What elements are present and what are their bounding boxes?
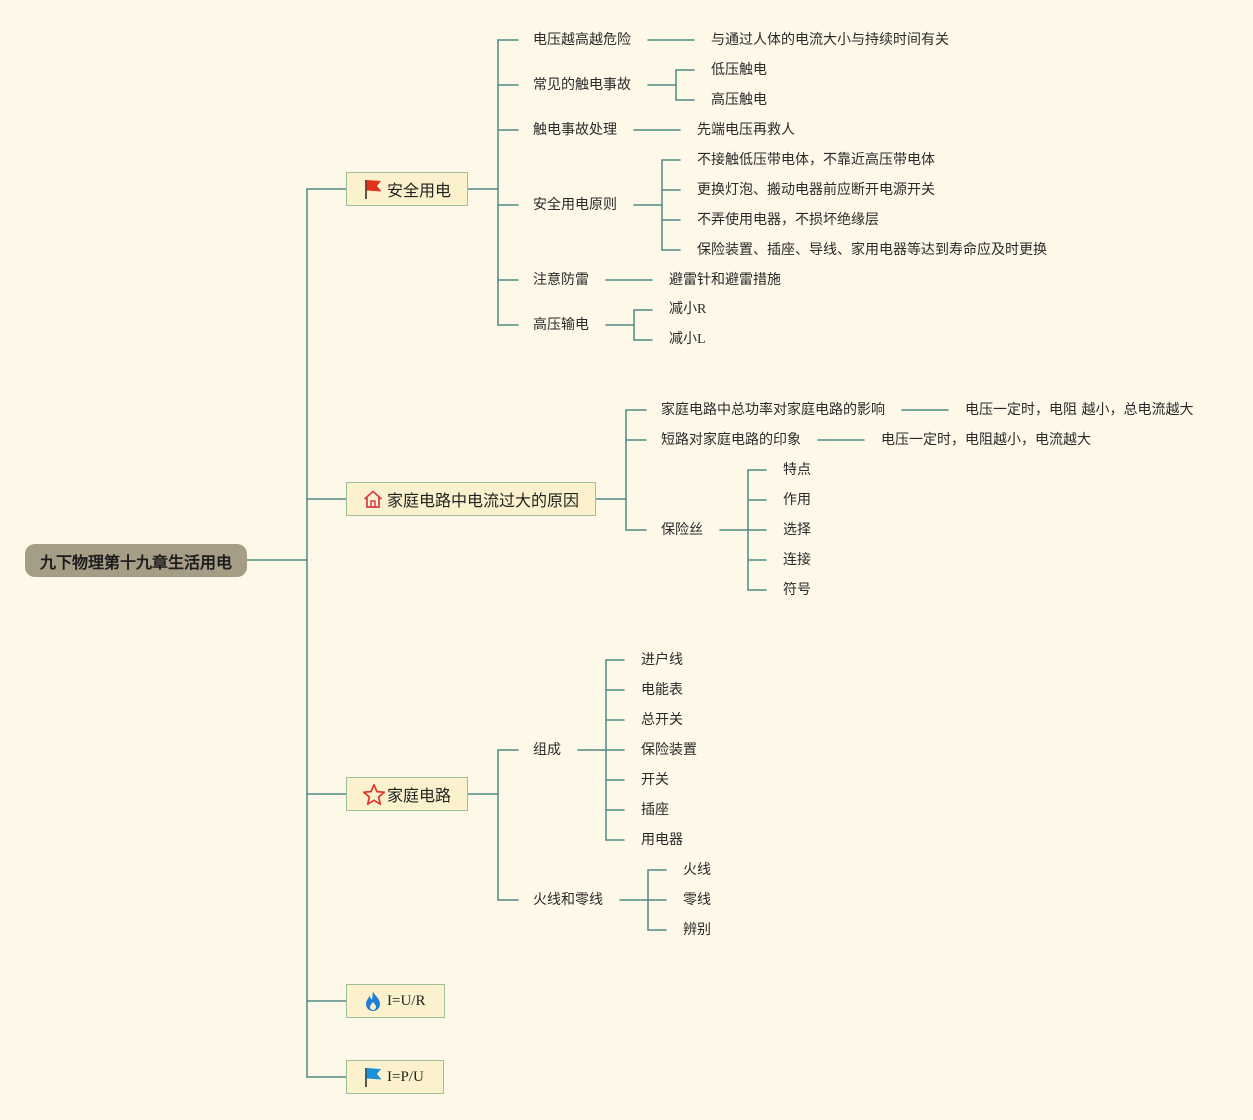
leaf-topic[interactable]: 低压触电 <box>711 62 767 78</box>
subtopic[interactable]: 组成 <box>533 742 561 758</box>
leaf-topic[interactable]: 与通过人体的电流大小与持续时间有关 <box>711 32 949 48</box>
leaf-topic[interactable]: 不接触低压带电体，不靠近高压带电体 <box>697 152 935 168</box>
leaf-topic[interactable]: 减小R <box>669 302 707 317</box>
leaf-topic[interactable]: 高压触电 <box>711 92 767 108</box>
leaf-topic[interactable]: 连接 <box>783 552 811 568</box>
leaf-topic[interactable]: 选择 <box>783 522 811 538</box>
leaf-topic[interactable]: 零线 <box>683 892 711 908</box>
leaf-topic[interactable]: 作用 <box>783 492 811 508</box>
topic-excess-current-causes[interactable]: 家庭电路中电流过大的原因 <box>346 482 596 516</box>
leaf-topic[interactable]: 电能表 <box>641 682 683 698</box>
house-icon <box>362 488 384 510</box>
leaf-topic[interactable]: 插座 <box>641 802 669 818</box>
topic-label: 家庭电路 <box>387 786 452 805</box>
subtopic[interactable]: 触电事故处理 <box>533 122 617 138</box>
leaf-topic[interactable]: 先端电压再救人 <box>697 122 795 138</box>
topic-formula-power[interactable]: I=P/U <box>346 1060 444 1094</box>
subtopic[interactable]: 常见的触电事故 <box>533 77 631 93</box>
leaf-topic[interactable]: 符号 <box>783 582 811 598</box>
leaf-topic[interactable]: 电压一定时，电阻 越小，总电流越大 <box>965 402 1194 418</box>
subtopic[interactable]: 家庭电路中总功率对家庭电路的影响 <box>661 402 885 418</box>
leaf-topic[interactable]: 进户线 <box>641 652 683 668</box>
subtopic[interactable]: 火线和零线 <box>533 892 603 908</box>
subtopic[interactable]: 高压输电 <box>533 317 589 333</box>
leaf-topic[interactable]: 特点 <box>783 462 811 478</box>
topic-formula-ohm[interactable]: I=U/R <box>346 984 445 1018</box>
topic-label: I=U/R <box>387 992 426 1009</box>
leaf-topic[interactable]: 总开关 <box>641 712 683 728</box>
leaf-topic[interactable]: 减小L <box>669 332 706 347</box>
blue-flag-icon <box>362 1066 384 1088</box>
red-flag-icon <box>362 178 384 200</box>
subtopic[interactable]: 注意防雷 <box>533 272 589 288</box>
star-icon <box>362 783 386 806</box>
subtopic[interactable]: 安全用电原则 <box>533 197 617 213</box>
leaf-topic[interactable]: 开关 <box>641 772 669 788</box>
blue-flame-icon <box>362 990 384 1012</box>
topic-label: I=P/U <box>387 1068 424 1085</box>
topic-safe-electricity[interactable]: 安全用电 <box>346 172 468 206</box>
topic-household-circuit[interactable]: 家庭电路 <box>346 777 468 811</box>
topic-label: 安全用电 <box>387 181 452 200</box>
subtopic[interactable]: 短路对家庭电路的印象 <box>661 432 801 448</box>
leaf-topic[interactable]: 不弄使用电器，不损坏绝缘层 <box>697 212 879 228</box>
leaf-topic[interactable]: 更换灯泡、搬动电器前应断开电源开关 <box>697 182 935 198</box>
topic-label: 家庭电路中电流过大的原因 <box>387 491 580 510</box>
leaf-topic[interactable]: 火线 <box>683 862 711 878</box>
leaf-topic[interactable]: 保险装置、插座、导线、家用电器等达到寿命应及时更换 <box>697 242 1047 258</box>
leaf-topic[interactable]: 电压一定时，电阻越小，电流越大 <box>881 432 1091 448</box>
root-topic[interactable]: 九下物理第十九章生活用电 <box>25 544 247 577</box>
leaf-topic[interactable]: 用电器 <box>641 832 683 848</box>
leaf-topic[interactable]: 辨别 <box>683 922 711 938</box>
leaf-topic[interactable]: 保险装置 <box>641 742 697 758</box>
subtopic[interactable]: 电压越高越危险 <box>533 32 631 48</box>
leaf-topic[interactable]: 避雷针和避雷措施 <box>669 272 781 288</box>
subtopic[interactable]: 保险丝 <box>661 522 703 538</box>
